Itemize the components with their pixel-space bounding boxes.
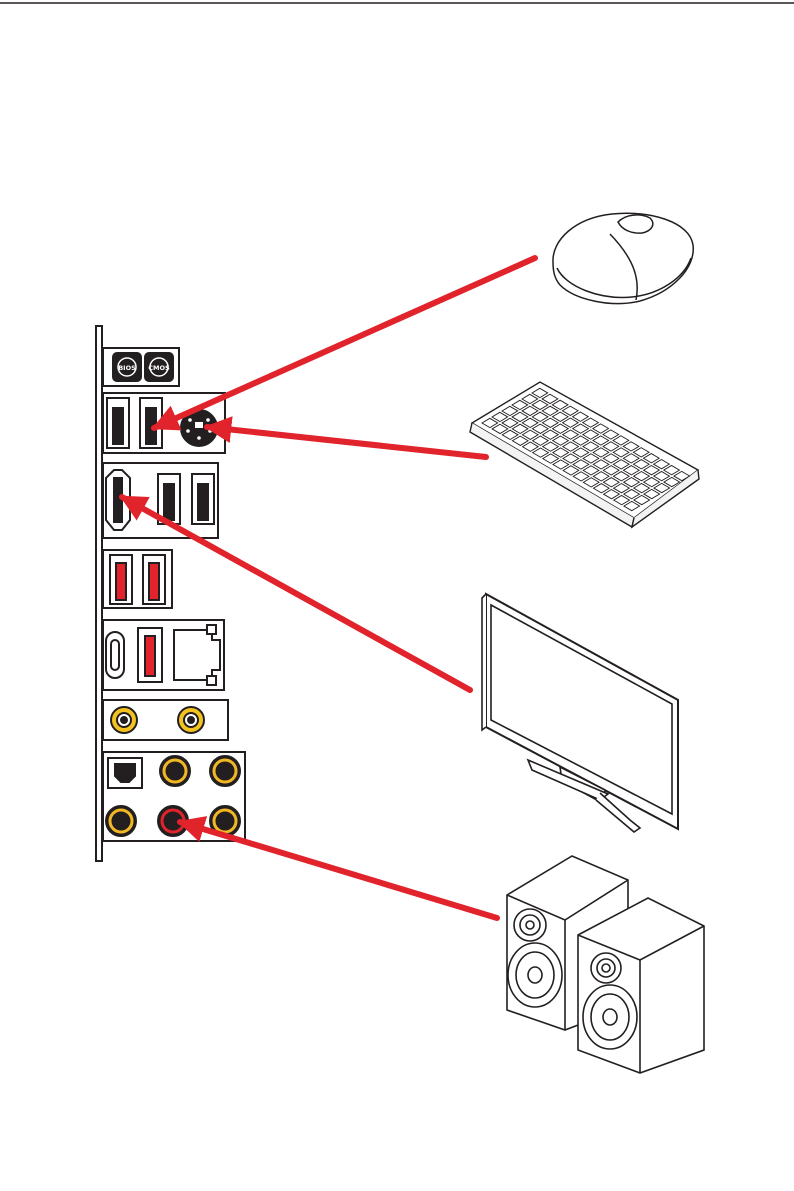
- usb-red-block: [103, 550, 172, 608]
- usb-a-port-1[interactable]: [107, 398, 129, 448]
- monitor-icon: [482, 594, 678, 832]
- wifi-antenna-connector-1[interactable]: [111, 707, 137, 733]
- usb-a-port-4[interactable]: [192, 474, 214, 524]
- audio-jack-1[interactable]: [160, 756, 190, 786]
- usb-a-port-6[interactable]: [143, 555, 165, 604]
- lan-port[interactable]: [174, 625, 220, 685]
- audio-jack-2[interactable]: [210, 756, 240, 786]
- cmos-button-label: CMOS: [148, 364, 170, 372]
- mouse-icon: [553, 213, 693, 303]
- bios-button-label: BIOS: [118, 364, 136, 372]
- usbc-lan-block: [103, 620, 224, 690]
- keyboard-icon: [470, 382, 699, 527]
- speakers-connection-arrow: [180, 822, 497, 918]
- clear-cmos-button[interactable]: CMOS: [145, 353, 173, 381]
- keyboard-connection-arrow: [207, 427, 486, 457]
- usb-c-port[interactable]: [106, 632, 124, 678]
- optical-spdif-port[interactable]: [108, 758, 142, 788]
- speakers-icon: [507, 856, 704, 1073]
- mouse-connection-arrow: [154, 258, 535, 428]
- audio-block: [103, 752, 245, 841]
- bios-flashback-button[interactable]: BIOS: [113, 353, 141, 381]
- io-shield-edge: [96, 326, 102, 861]
- audio-jack-3[interactable]: [106, 806, 136, 836]
- usb-a-port-7[interactable]: [138, 628, 162, 682]
- wifi-antenna-block: [103, 700, 228, 740]
- usb-a-port-5[interactable]: [110, 555, 132, 604]
- bios-cmos-button-block: BIOS CMOS: [103, 348, 179, 386]
- hdmi-usb-block: [103, 463, 218, 538]
- wifi-antenna-connector-2[interactable]: [178, 707, 204, 733]
- rear-io-panel: BIOS CMOS: [96, 326, 245, 861]
